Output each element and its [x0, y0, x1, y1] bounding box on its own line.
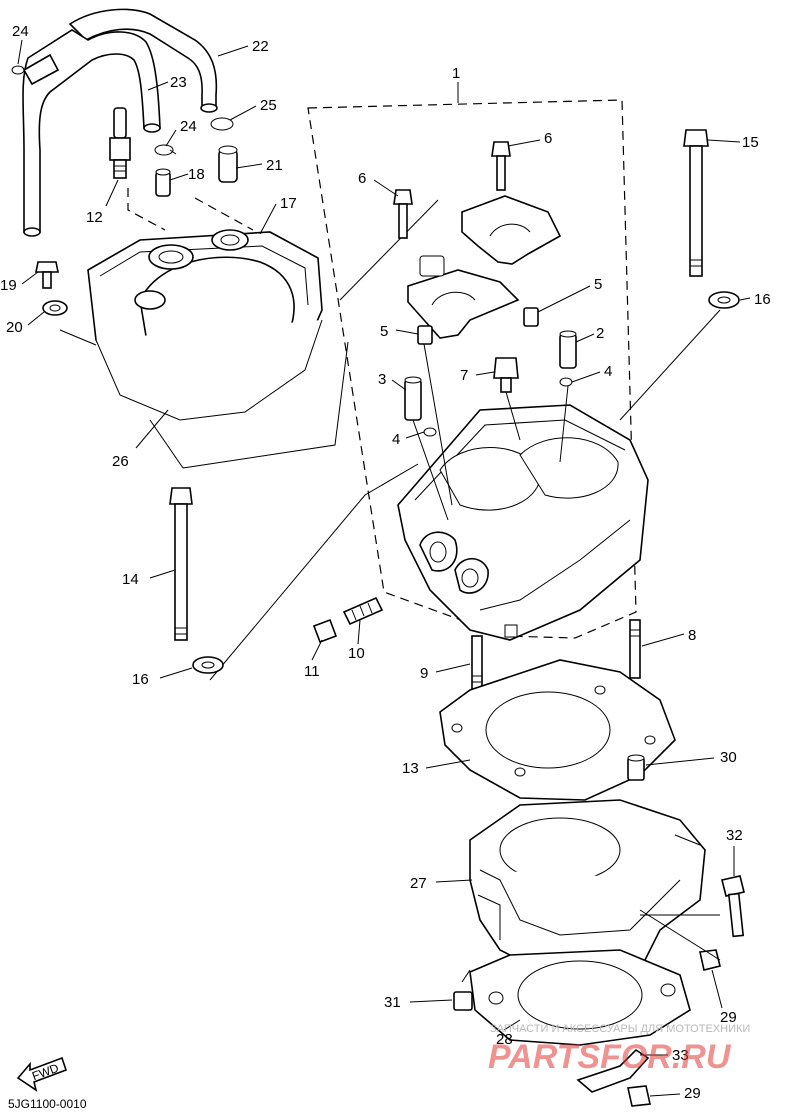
dowel-5-left — [417, 325, 433, 345]
callout-16-right: 16 — [754, 291, 771, 308]
callout-24: 24 — [180, 118, 197, 135]
callout-9: 9 — [420, 665, 428, 682]
fitting-3 — [404, 376, 422, 421]
callout-21: 21 — [266, 157, 283, 174]
callout-22: 22 — [252, 38, 269, 55]
cylinder-head — [397, 404, 649, 641]
callout-5-right: 5 — [594, 276, 602, 293]
hose-clip-25 — [210, 117, 234, 131]
callout-27: 27 — [410, 875, 427, 892]
callout-32: 32 — [726, 827, 743, 844]
callout-4-left: 4 — [392, 431, 400, 448]
camshaft-cap-rear — [461, 195, 562, 265]
watermark-tagline: ЗАПЧАСТИ И АКСЕССУАРЫ ДЛЯ МОТОТЕХНИКИ — [490, 1023, 750, 1035]
watermark-brand: PARTSFOR.RU — [488, 1038, 732, 1076]
callout-20: 20 — [6, 319, 23, 336]
hose-clip-24-top — [11, 65, 25, 75]
callout-26: 26 — [112, 453, 129, 470]
fitting-18 — [155, 168, 171, 197]
callout-33: 33 — [672, 1047, 689, 1064]
callout-14: 14 — [122, 571, 139, 588]
camshaft-cap-front — [407, 255, 520, 339]
callout-28: 28 — [496, 1031, 513, 1048]
cylinder-head-cover-26 — [87, 229, 323, 421]
callout-7: 7 — [460, 367, 468, 384]
cylinder-block-27 — [469, 799, 706, 981]
callout-17: 17 — [280, 195, 297, 212]
callout-16-left: 16 — [132, 671, 149, 688]
callout-3: 3 — [378, 371, 386, 388]
cylinder-base-gasket-28 — [469, 949, 691, 1046]
cover-gasket-dash-lines — [59, 188, 439, 469]
watermark: ЗАПЧАСТИ И АКСЕССУАРЫ ДЛЯ МОТОТЕХНИКИ PA… — [488, 1023, 750, 1076]
head-leader-lines — [209, 309, 721, 681]
fwd-label: FWD — [30, 1061, 61, 1084]
callout-31: 31 — [384, 994, 401, 1011]
callout-labels: 1 2 3 4 4 5 5 6 6 7 8 9 10 11 12 13 14 1… — [0, 23, 771, 1102]
dowel-5-right — [523, 307, 539, 327]
stud-bolt-14 — [169, 487, 193, 641]
callout-2: 2 — [596, 325, 604, 342]
callout-13: 13 — [402, 760, 419, 777]
nut-11 — [312, 618, 338, 644]
callout-6-right: 6 — [544, 130, 552, 147]
washer-16-top — [708, 291, 740, 309]
callout-23: 23 — [170, 74, 187, 91]
washer-16-bottom — [192, 656, 224, 674]
stud-8 — [629, 619, 641, 679]
stud-10 — [342, 596, 384, 626]
dowel-31 — [453, 991, 473, 1011]
callout-25: 25 — [260, 97, 277, 114]
washer-20 — [42, 300, 68, 316]
bolt-19 — [35, 261, 59, 289]
fitting-2 — [559, 330, 577, 369]
breather-hose-22 — [68, 8, 218, 113]
callout-12: 12 — [86, 209, 103, 226]
callout-30: 30 — [720, 749, 737, 766]
callout-8: 8 — [688, 627, 696, 644]
bolt-32 — [721, 875, 745, 938]
dowel-30 — [627, 754, 645, 781]
nut-29-lower — [627, 1085, 651, 1107]
callout-24-top: 24 — [12, 23, 29, 40]
lower-leader-lines — [461, 909, 721, 983]
callout-4-right: 4 — [604, 363, 612, 380]
callout-11: 11 — [304, 663, 320, 680]
diagram-code: 5JG1100-0010 — [8, 1097, 87, 1111]
callout-19: 19 — [0, 277, 17, 294]
stud-bolt-15 — [683, 129, 709, 277]
assembly-1-boundary — [307, 99, 637, 639]
stud-9 — [471, 635, 483, 691]
cap-bolt-6-right — [491, 141, 511, 191]
cylinder-head-gasket-13 — [439, 659, 676, 801]
fitting-21 — [218, 145, 238, 183]
callout-29-lower: 29 — [684, 1085, 701, 1102]
cap-bolt-6-left — [393, 189, 413, 239]
o-ring-4-left — [423, 427, 437, 437]
callout-10: 10 — [348, 645, 365, 662]
callout-6-left: 6 — [358, 170, 366, 187]
hose-clip-24 — [154, 144, 177, 156]
breather-hose-23 — [22, 29, 161, 237]
nut-29-upper — [699, 949, 721, 971]
bolt-7 — [493, 357, 519, 393]
spark-plug-12 — [109, 107, 131, 179]
callout-1: 1 — [452, 65, 460, 82]
callout-leaders — [17, 39, 751, 1097]
callout-18: 18 — [188, 166, 205, 183]
bracket-33 — [576, 1048, 650, 1093]
o-ring-4-right — [559, 377, 573, 387]
callout-5-left: 5 — [380, 323, 388, 340]
callout-29-upper: 29 — [720, 1009, 737, 1026]
forward-direction-arrow: FWD — [16, 1056, 68, 1092]
callout-15: 15 — [742, 134, 759, 151]
